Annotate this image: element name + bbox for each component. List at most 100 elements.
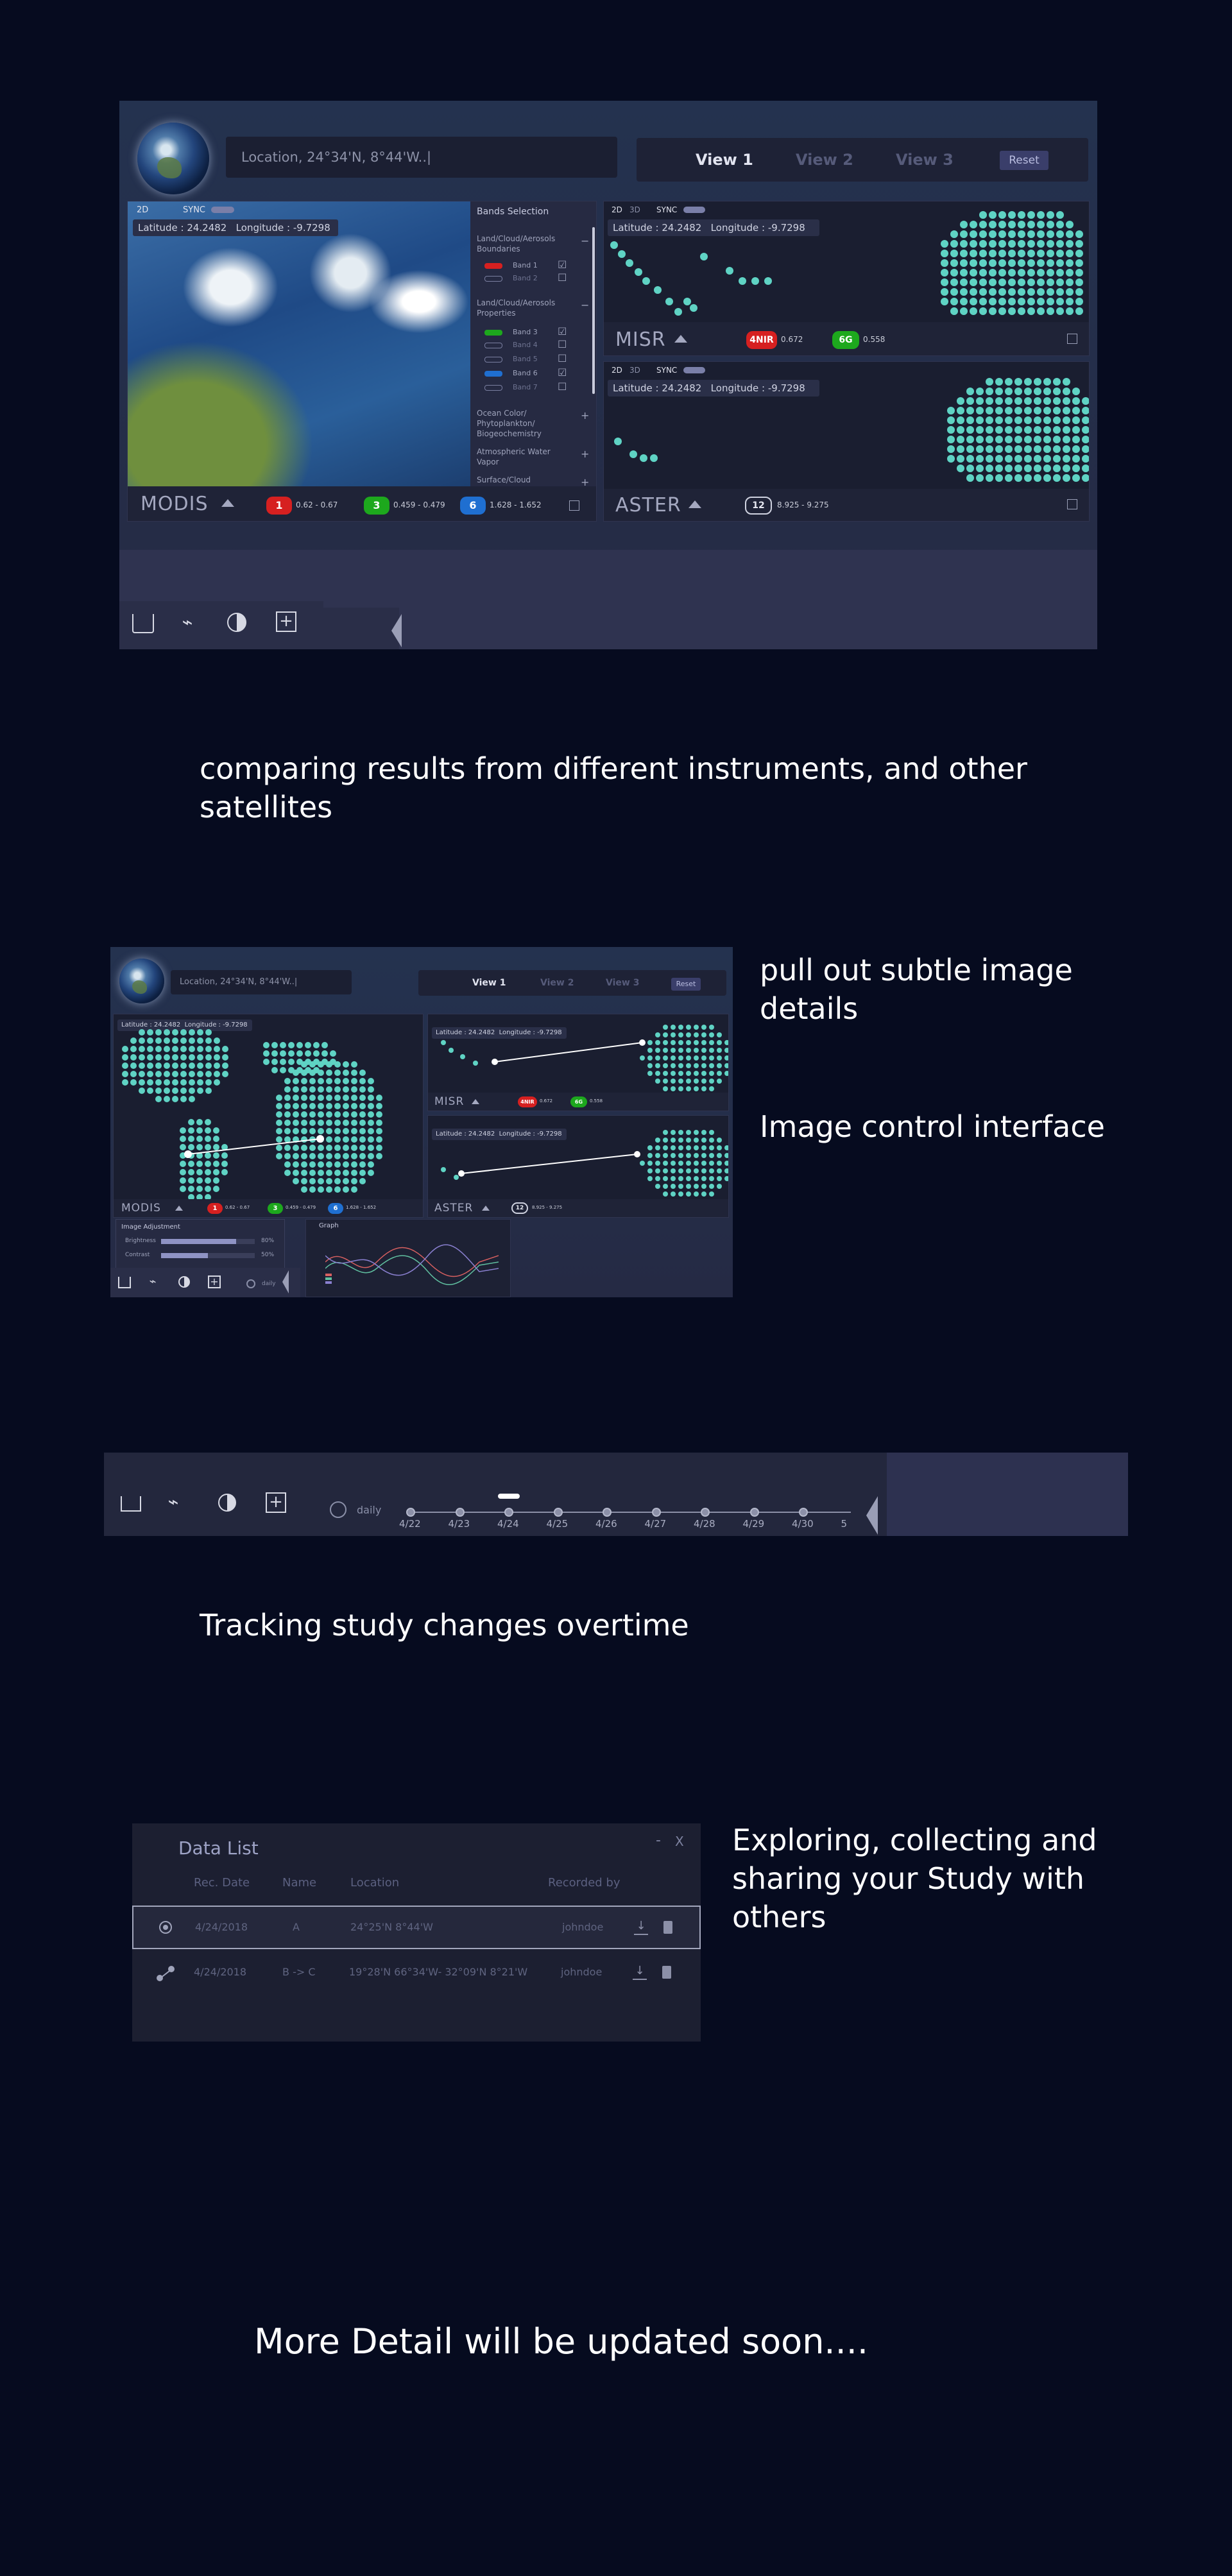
inbox-icon[interactable] bbox=[118, 1277, 131, 1288]
tab-view-2[interactable]: View 2 bbox=[540, 978, 574, 988]
table-row[interactable]: 4/24/2018 A 24°25'N 8°44'W johndoe ↓ bbox=[132, 1906, 701, 1949]
band-group-water-vapor[interactable]: Atmospheric Water Vapor bbox=[477, 447, 551, 466]
misr-label[interactable]: MISR bbox=[615, 328, 666, 351]
timeline-point[interactable] bbox=[406, 1508, 415, 1517]
timeline-point[interactable] bbox=[455, 1508, 465, 1517]
timeline-point[interactable] bbox=[553, 1508, 563, 1517]
modis-label[interactable]: MODIS bbox=[121, 1202, 161, 1215]
add-icon[interactable]: + bbox=[276, 611, 296, 632]
sync-toggle[interactable] bbox=[683, 367, 705, 373]
timeline-current-marker[interactable] bbox=[498, 1494, 520, 1499]
header-rec-date[interactable]: Rec. Date bbox=[194, 1876, 250, 1889]
sync-toggle[interactable] bbox=[211, 207, 234, 213]
add-icon[interactable]: + bbox=[266, 1492, 286, 1513]
table-row[interactable]: 4/24/2018 B -> C 19°28'N 66°34'W- 32°09'… bbox=[132, 1952, 701, 1995]
band-1-checkbox[interactable]: ☑ bbox=[558, 259, 567, 271]
timeline-point[interactable] bbox=[603, 1508, 612, 1517]
minimize-button[interactable]: - bbox=[656, 1832, 661, 1848]
clock-icon[interactable] bbox=[330, 1501, 346, 1518]
bands-scrollbar[interactable] bbox=[592, 227, 595, 394]
inbox-icon[interactable] bbox=[121, 1496, 141, 1512]
tab-view-3[interactable]: View 3 bbox=[606, 978, 640, 988]
modis-chip-band-6[interactable]: 6 bbox=[328, 1203, 343, 1214]
misr-chip-4nir[interactable]: 4NIR bbox=[746, 331, 777, 349]
caret-up-icon[interactable] bbox=[472, 1099, 479, 1104]
band-5-checkbox[interactable]: ☐ bbox=[558, 352, 567, 364]
misr-label[interactable]: MISR bbox=[434, 1095, 465, 1108]
contrast-icon[interactable] bbox=[227, 613, 246, 632]
timeline-date-label[interactable]: 4/26 bbox=[595, 1518, 617, 1530]
expand-panel-icon[interactable] bbox=[1067, 334, 1077, 344]
band-6-checkbox[interactable]: ☑ bbox=[558, 366, 567, 379]
collapse-icon[interactable]: − bbox=[581, 299, 590, 311]
timeline-point[interactable] bbox=[799, 1508, 808, 1517]
add-icon[interactable]: + bbox=[208, 1275, 221, 1288]
tab-view-3[interactable]: View 3 bbox=[896, 151, 954, 169]
daily-label[interactable]: daily bbox=[357, 1504, 382, 1516]
timeline-handle-icon[interactable] bbox=[866, 1496, 878, 1535]
timeline-date-label[interactable]: 4/25 bbox=[546, 1518, 569, 1530]
header-recorded-by[interactable]: Recorded by bbox=[548, 1876, 620, 1889]
collapse-icon[interactable]: − bbox=[581, 235, 590, 247]
trash-icon[interactable] bbox=[663, 1921, 672, 1934]
timeline-date-label[interactable]: 4/28 bbox=[694, 1518, 715, 1530]
daily-label[interactable]: daily bbox=[262, 1281, 276, 1287]
modis-chip-band-3[interactable]: 3 bbox=[268, 1203, 283, 1214]
modis-chip-band-1[interactable]: 1 bbox=[266, 497, 292, 515]
timeline-point[interactable] bbox=[504, 1508, 513, 1517]
timeline-handle-icon[interactable] bbox=[391, 614, 402, 647]
sync-toggle[interactable] bbox=[683, 207, 705, 213]
band-2-checkbox[interactable]: ☐ bbox=[558, 271, 567, 284]
timeline-date-label[interactable]: 4/30 bbox=[792, 1518, 814, 1530]
band-group-boundaries[interactable]: Land/Cloud/Aerosols Boundaries bbox=[477, 234, 556, 253]
timeline-date-label[interactable]: 4/22 bbox=[399, 1518, 421, 1530]
misr-chip-4nir[interactable]: 4NIR bbox=[518, 1096, 537, 1107]
toggle-2d[interactable]: 2D bbox=[612, 366, 622, 375]
brightness-slider[interactable] bbox=[161, 1239, 255, 1244]
contrast-icon[interactable] bbox=[178, 1276, 190, 1288]
modis-label[interactable]: MODIS bbox=[141, 493, 209, 515]
timeline-point[interactable] bbox=[651, 1508, 661, 1517]
expand-icon[interactable]: + bbox=[581, 409, 590, 422]
reset-button[interactable]: Reset bbox=[1000, 151, 1048, 170]
modis-chip-band-6[interactable]: 6 bbox=[460, 497, 486, 515]
misr-chip-6g[interactable]: 6G bbox=[570, 1096, 587, 1107]
timeline-point[interactable] bbox=[749, 1508, 759, 1517]
tab-view-2[interactable]: View 2 bbox=[796, 151, 853, 169]
draw-path-icon[interactable]: ⌁ bbox=[149, 1275, 157, 1288]
tab-view-1[interactable]: View 1 bbox=[472, 978, 506, 988]
close-button[interactable]: X bbox=[675, 1834, 684, 1849]
location-search-input[interactable]: Location, 24°34'N, 8°44'W..| bbox=[171, 970, 352, 994]
band-4-checkbox[interactable]: ☐ bbox=[558, 338, 567, 350]
toggle-2d[interactable]: 2D bbox=[612, 205, 622, 214]
trash-icon[interactable] bbox=[662, 1966, 671, 1979]
download-icon[interactable]: ↓ bbox=[633, 1965, 647, 1980]
caret-up-icon[interactable] bbox=[221, 499, 234, 507]
draw-path-icon[interactable]: ⌁ bbox=[167, 1491, 179, 1512]
caret-up-icon[interactable] bbox=[175, 1206, 183, 1211]
band-7-checkbox[interactable]: ☐ bbox=[558, 380, 567, 393]
toggle-3d[interactable]: 3D bbox=[629, 366, 640, 375]
draw-path-icon[interactable]: ⌁ bbox=[182, 611, 193, 633]
timeline-handle-icon[interactable] bbox=[282, 1270, 289, 1293]
expand-panel-icon[interactable] bbox=[1067, 499, 1077, 509]
aster-chip-12[interactable]: 12 bbox=[511, 1202, 528, 1214]
toggle-2d[interactable]: 2D bbox=[137, 205, 149, 215]
timeline-date-label[interactable]: 5 bbox=[841, 1518, 848, 1530]
timeline-date-label[interactable]: 4/23 bbox=[448, 1518, 470, 1530]
timeline-date-label[interactable]: 4/27 bbox=[644, 1518, 667, 1530]
modis-chip-band-1[interactable]: 1 bbox=[207, 1203, 223, 1214]
band-group-ocean[interactable]: Ocean Color/ Phytoplankton/ Biogeochemis… bbox=[477, 409, 542, 438]
band-group-properties[interactable]: Land/Cloud/Aerosols Properties bbox=[477, 298, 556, 318]
expand-panel-icon[interactable] bbox=[569, 500, 579, 511]
caret-up-icon[interactable] bbox=[674, 335, 687, 343]
timeline-point[interactable] bbox=[701, 1508, 710, 1517]
timeline-date-label[interactable]: 4/24 bbox=[497, 1518, 519, 1530]
reset-button[interactable]: Reset bbox=[671, 978, 701, 991]
toggle-3d[interactable]: 3D bbox=[629, 205, 640, 214]
clock-icon[interactable] bbox=[246, 1279, 255, 1288]
band-3-checkbox[interactable]: ☑ bbox=[558, 325, 567, 337]
timeline-track[interactable] bbox=[411, 1512, 851, 1513]
download-icon[interactable]: ↓ bbox=[634, 1920, 648, 1935]
globe-icon[interactable] bbox=[137, 123, 209, 194]
